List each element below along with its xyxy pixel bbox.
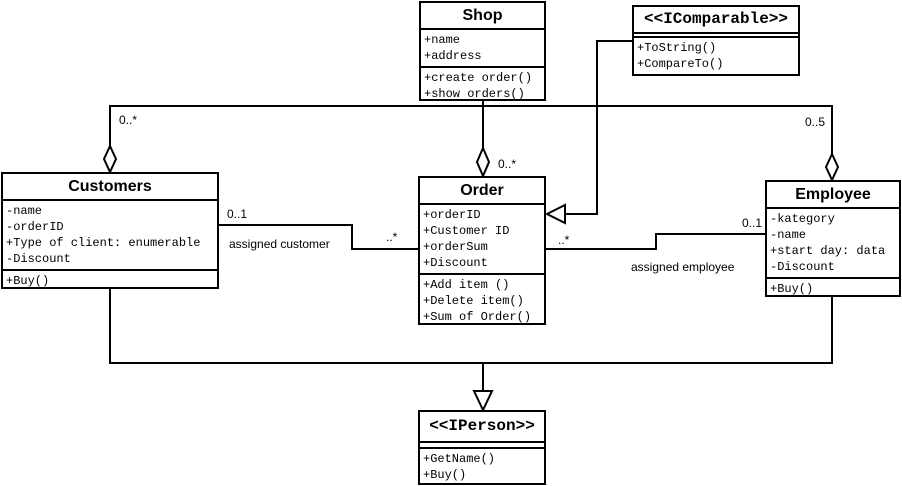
customer-end-multiplicity: 0..1 [227, 207, 248, 221]
attribute: -name [770, 228, 807, 242]
icomparable-interface[interactable]: <<IComparable>> +ToString() +CompareTo() [632, 5, 800, 76]
customers-methods: +Buy() [3, 269, 217, 291]
method: +CompareTo() [637, 57, 724, 71]
icomparable-interface-name: <<IComparable>> [634, 7, 798, 34]
employee-methods: +Buy() [767, 277, 899, 299]
iperson-methods: +GetName() +Buy() [420, 447, 544, 485]
employee-multiplicity: 0..5 [805, 115, 826, 129]
customers-aggregation-diamond [102, 143, 118, 175]
order-employee-end-multiplicity: ..* [558, 233, 570, 247]
attribute: -kategory [770, 212, 835, 226]
method: +show orders() [424, 87, 525, 101]
shop-attributes: +name +address [421, 30, 544, 66]
attribute: +Discount [423, 256, 488, 270]
method: +Buy() [770, 282, 814, 296]
icomparable-realization-arrowhead [544, 203, 566, 225]
order-methods: +Add item () +Delete item() +Sum of Orde… [420, 273, 544, 327]
method: +Sum of Order() [423, 310, 532, 324]
employee-aggregation-diamond [824, 151, 840, 183]
attribute: +address [424, 49, 482, 63]
shop-class-name: Shop [421, 3, 544, 30]
icomparable-realization-line [565, 40, 632, 215]
iperson-interface[interactable]: <<IPerson>> +GetName() +Buy() [418, 410, 546, 485]
attribute: -Discount [6, 252, 71, 266]
iperson-realization-line [109, 289, 833, 364]
iperson-realization-arrowhead [472, 390, 494, 413]
order-attributes: +orderID +Customer ID +orderSum +Discoun… [420, 205, 544, 273]
customers-attributes: -name -orderID +Type of client: enumerab… [3, 201, 217, 269]
order-class-name: Order [420, 178, 544, 205]
method: +Add item () [423, 278, 510, 292]
order-customer-end-multiplicity: ..* [386, 230, 398, 244]
customers-multiplicity: 0..* [119, 113, 138, 127]
shop-aggregation-line [109, 105, 833, 154]
order-class[interactable]: Order +orderID +Customer ID +orderSum +D… [418, 176, 546, 325]
shop-class[interactable]: Shop +name +address +create order() +sho… [419, 1, 546, 101]
method: +Delete item() [423, 294, 524, 308]
attribute: +start day: data [770, 244, 886, 258]
employee-end-multiplicity: 0..1 [742, 216, 763, 230]
attribute: -orderID [6, 220, 64, 234]
attribute: +Customer ID [423, 224, 510, 238]
method: +create order() [424, 71, 533, 85]
method: +Buy() [6, 274, 50, 288]
iperson-interface-name: <<IPerson>> [420, 412, 544, 443]
method: +ToString() [637, 41, 717, 55]
customer-order-association [219, 224, 418, 250]
order-aggregation-diamond [475, 145, 491, 179]
employee-order-association [546, 233, 765, 250]
shop-methods: +create order() +show orders() [421, 66, 544, 104]
customers-class[interactable]: Customers -name -orderID +Type of client… [1, 172, 219, 289]
order-multiplicity-top: 0..* [498, 157, 517, 171]
method: +GetName() [423, 452, 496, 466]
employee-attributes: -kategory -name +start day: data -Discou… [767, 209, 899, 277]
icomparable-methods: +ToString() +CompareTo() [634, 36, 798, 74]
customers-class-name: Customers [3, 174, 217, 201]
method: +Buy() [423, 468, 467, 482]
attribute: -Discount [770, 260, 835, 274]
attribute: +orderSum [423, 240, 488, 254]
customer-association-name: assigned customer [229, 237, 330, 251]
employee-class[interactable]: Employee -kategory -name +start day: dat… [765, 180, 901, 297]
attribute: -name [6, 204, 43, 218]
attribute: +Type of client: enumerable [6, 236, 201, 250]
attribute: +name [424, 33, 461, 47]
employee-class-name: Employee [767, 182, 899, 209]
employee-association-name: assigned employee [631, 260, 735, 274]
attribute: +orderID [423, 208, 481, 222]
